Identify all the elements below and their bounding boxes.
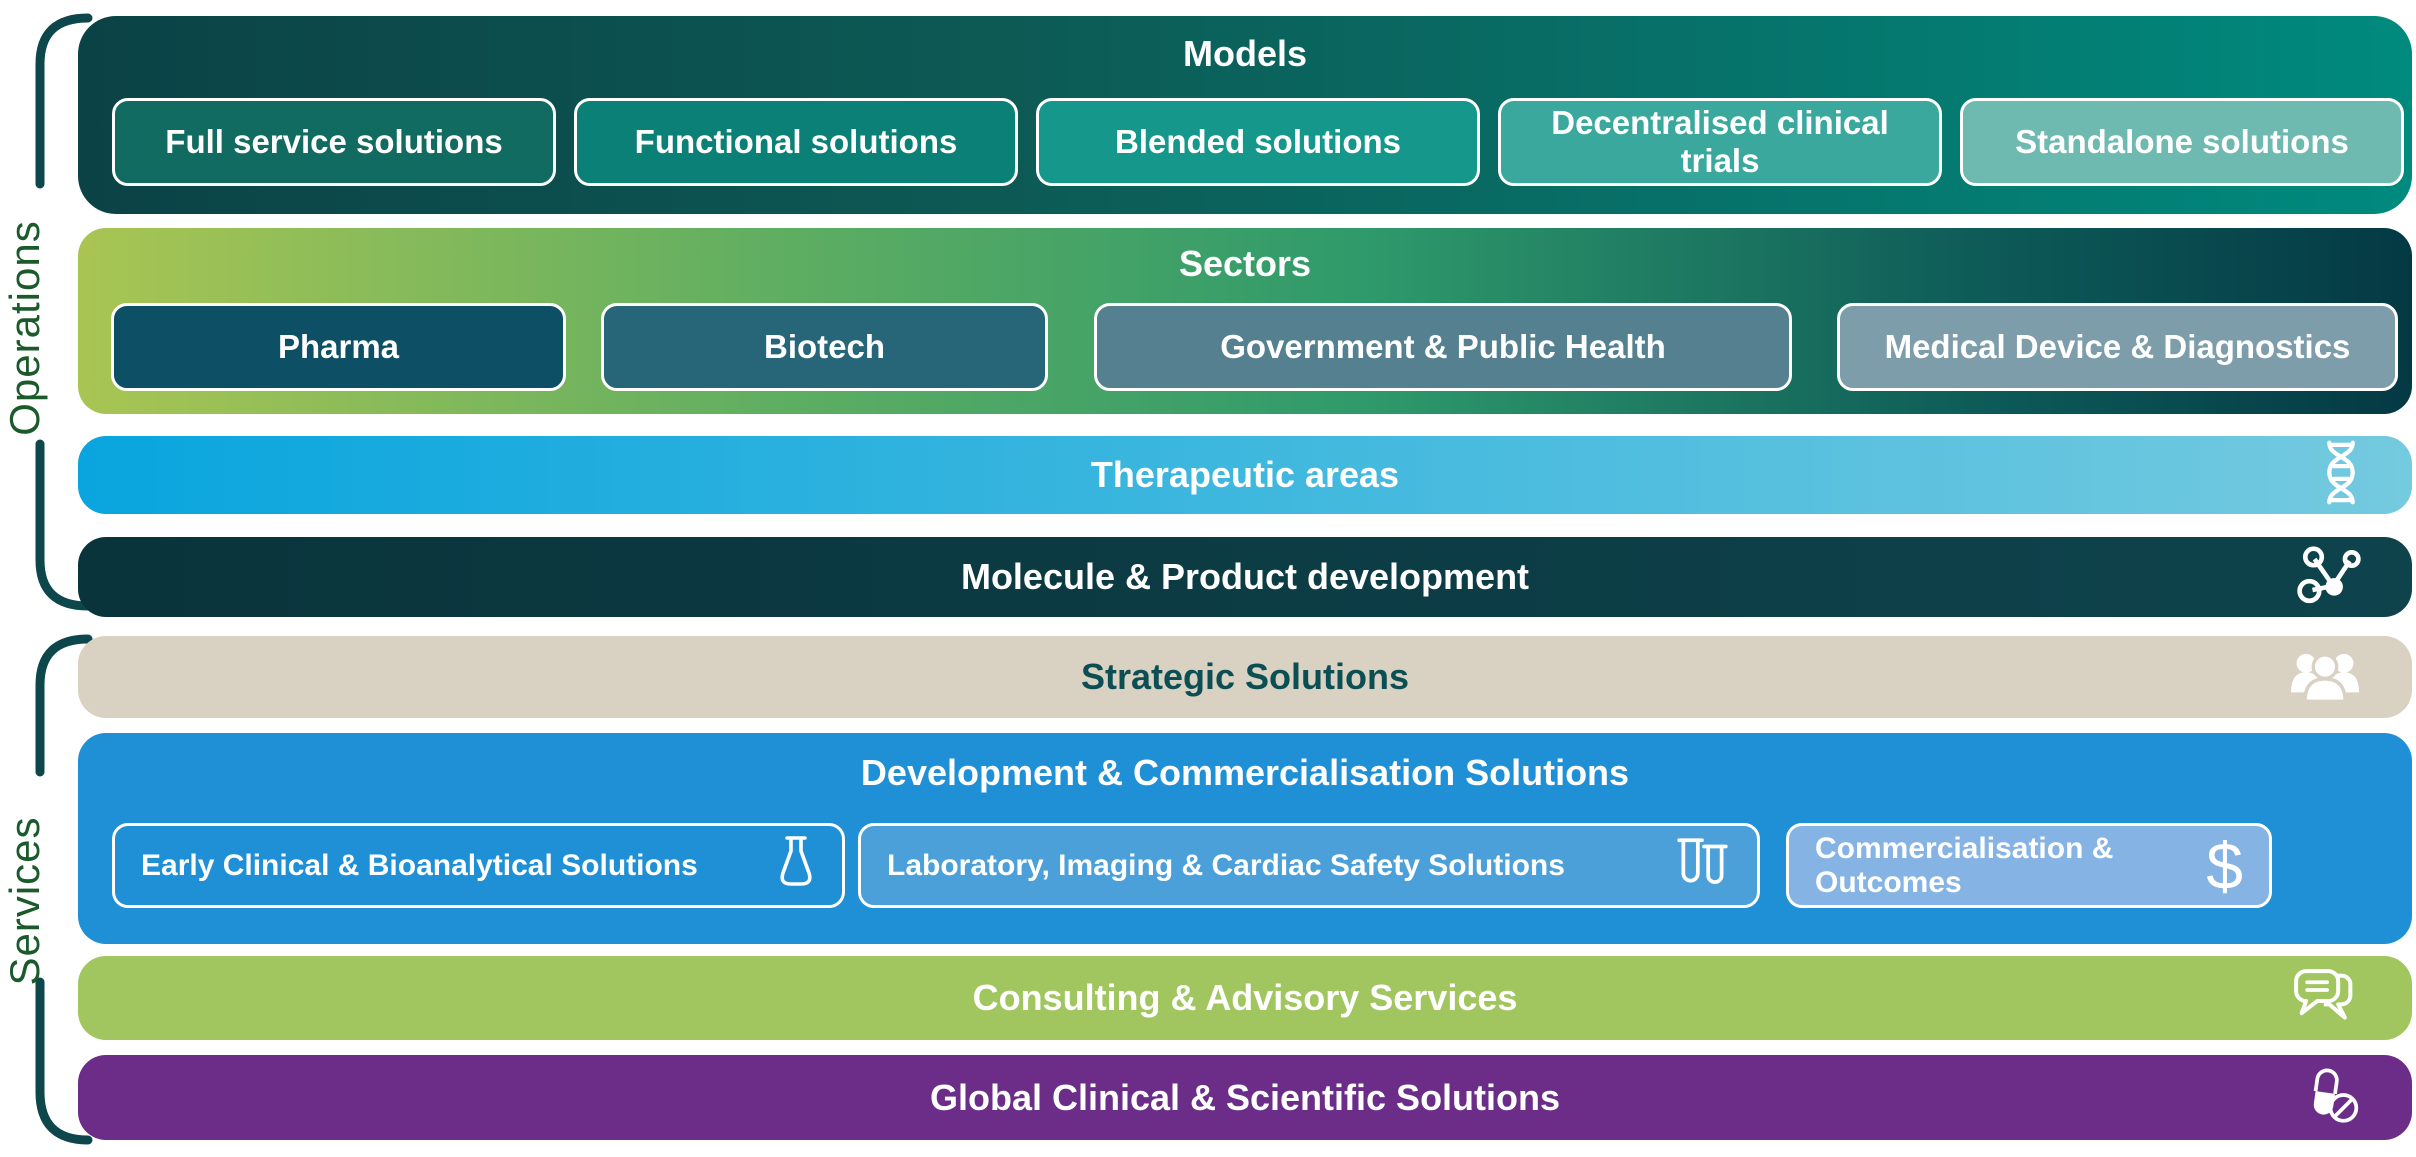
dev-button-laboratory-imaging-cardiac[interactable]: Laboratory, Imaging & Cardiac Safety Sol… [858, 823, 1760, 908]
molecule-icon [2296, 545, 2362, 610]
dev-button-commercialisation-outcomes[interactable]: Commercialisation & Outcomes $ [1786, 823, 2272, 908]
dev-button-label: Laboratory, Imaging & Cardiac Safety Sol… [887, 848, 1565, 882]
dna-icon [2320, 440, 2362, 511]
model-button-blended[interactable]: Blended solutions [1036, 98, 1480, 186]
development-commercialisation-title: Development & Commercialisation Solution… [860, 752, 1630, 793]
sector-button-pharma[interactable]: Pharma [111, 303, 566, 391]
model-button-standalone[interactable]: Standalone solutions [1960, 98, 2404, 186]
test-tubes-icon [1675, 832, 1731, 900]
molecule-product-development-title: Molecule & Product development [960, 556, 1530, 598]
services-label: Services [1, 816, 48, 986]
sector-button-medical-device-diagnostics[interactable]: Medical Device & Diagnostics [1837, 303, 2398, 391]
models-bar[interactable]: Models Full service solutions Functional… [78, 16, 2412, 214]
consulting-advisory-bar[interactable]: Consulting & Advisory Services [78, 956, 2412, 1040]
therapeutic-areas-bar[interactable]: Therapeutic areas [78, 436, 2412, 514]
dev-button-label: Commercialisation & Outcomes [1815, 831, 2114, 899]
consulting-advisory-title: Consulting & Advisory Services [972, 977, 1518, 1019]
strategic-solutions-title: Strategic Solutions [1080, 656, 1410, 698]
people-group-icon [2288, 646, 2362, 709]
model-button-functional[interactable]: Functional solutions [574, 98, 1018, 186]
development-commercialisation-bar[interactable]: Development & Commercialisation Solution… [78, 733, 2412, 944]
pill-icon [2300, 1065, 2362, 1130]
therapeutic-areas-title: Therapeutic areas [1090, 454, 1400, 496]
molecule-product-development-bar[interactable]: Molecule & Product development [78, 537, 2412, 617]
strategic-solutions-bar[interactable]: Strategic Solutions [78, 636, 2412, 718]
sectors-title: Sectors [1178, 243, 1312, 284]
dev-button-label: Early Clinical & Bioanalytical Solutions [141, 848, 698, 882]
model-button-full-service[interactable]: Full service solutions [112, 98, 556, 186]
flask-icon [776, 833, 816, 899]
speech-bubbles-icon [2290, 965, 2362, 1032]
models-title: Models [1182, 33, 1307, 74]
global-clinical-scientific-title: Global Clinical & Scientific Solutions [929, 1076, 1561, 1118]
global-clinical-scientific-bar[interactable]: Global Clinical & Scientific Solutions [78, 1055, 2412, 1140]
dev-button-early-clinical-bioanalytical[interactable]: Early Clinical & Bioanalytical Solutions [112, 823, 845, 908]
sectors-bar[interactable]: Sectors Pharma Biotech Government & Publ… [78, 228, 2412, 414]
model-button-decentralised[interactable]: Decentralised clinical trials [1498, 98, 1942, 186]
dollar-icon: $ [2206, 828, 2243, 903]
sector-button-government-public-health[interactable]: Government & Public Health [1094, 303, 1792, 391]
operations-label: Operations [1, 220, 48, 436]
sector-button-biotech[interactable]: Biotech [601, 303, 1048, 391]
